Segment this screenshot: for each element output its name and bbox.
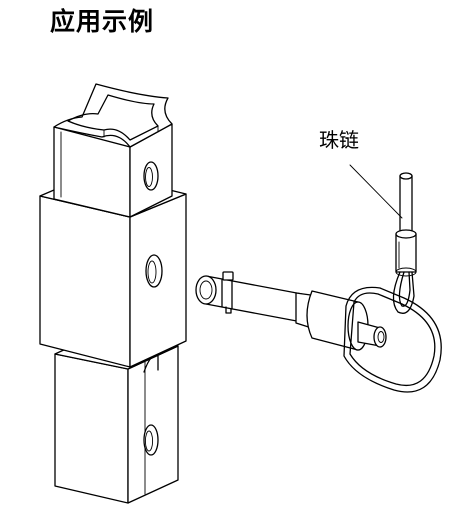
bead-chain-label: 珠链 — [319, 128, 359, 152]
upper-square-tube — [53, 83, 173, 218]
page-title: 应用示例 — [50, 7, 155, 36]
sleeve-pin-hole — [145, 254, 163, 288]
upper-tube-hole — [143, 161, 159, 191]
lower-tube-hole — [143, 424, 159, 456]
pull-ring — [343, 286, 442, 393]
plunger-pin — [195, 271, 387, 351]
bead-chain — [392, 172, 417, 314]
bead-chain-leader-line — [349, 164, 403, 219]
